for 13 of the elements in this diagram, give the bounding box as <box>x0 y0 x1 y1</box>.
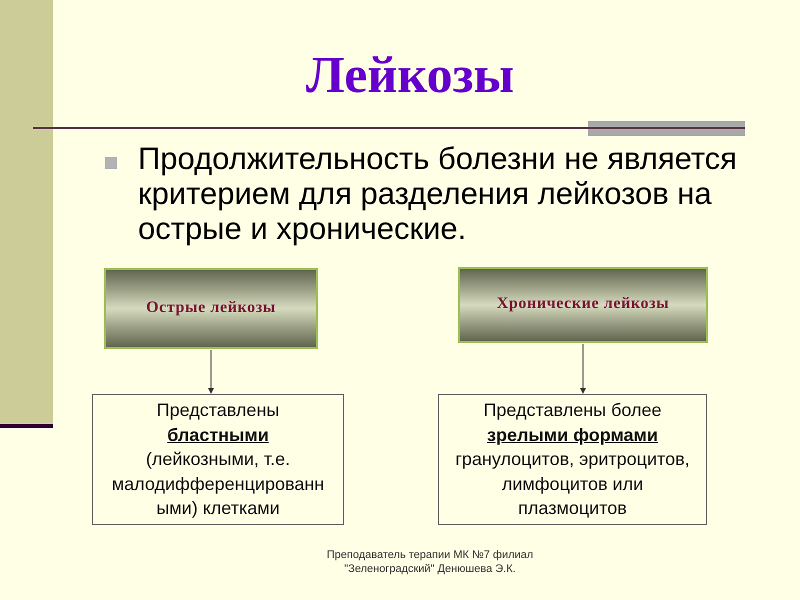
description-text: Представлены более зрелыми формами гранулоцитов, эритроцитов, лимфоцитов или плазмоцитов <box>454 399 691 520</box>
category-label: Хронические лейкозы <box>496 295 670 313</box>
category-label: Острые лейкозы <box>146 298 276 316</box>
arrow <box>580 344 586 394</box>
bullet-text: Продолжительность болезни не является критерием для разделения лейкозов на острые и хронические. <box>138 141 738 246</box>
category-box <box>104 268 318 349</box>
description-box <box>438 394 707 525</box>
arrow <box>208 350 214 394</box>
description-box <box>92 394 344 525</box>
description-text: Представлены бластными (лейкозными, т.е. малодифференцированными) клетками <box>110 399 326 520</box>
category-box <box>458 267 708 343</box>
footer-note: Преподаватель терапии МК №7 филиал "Зеленоградский" Денюшева Э.К. <box>326 548 534 576</box>
slide-title: Лейкозы <box>304 46 516 106</box>
